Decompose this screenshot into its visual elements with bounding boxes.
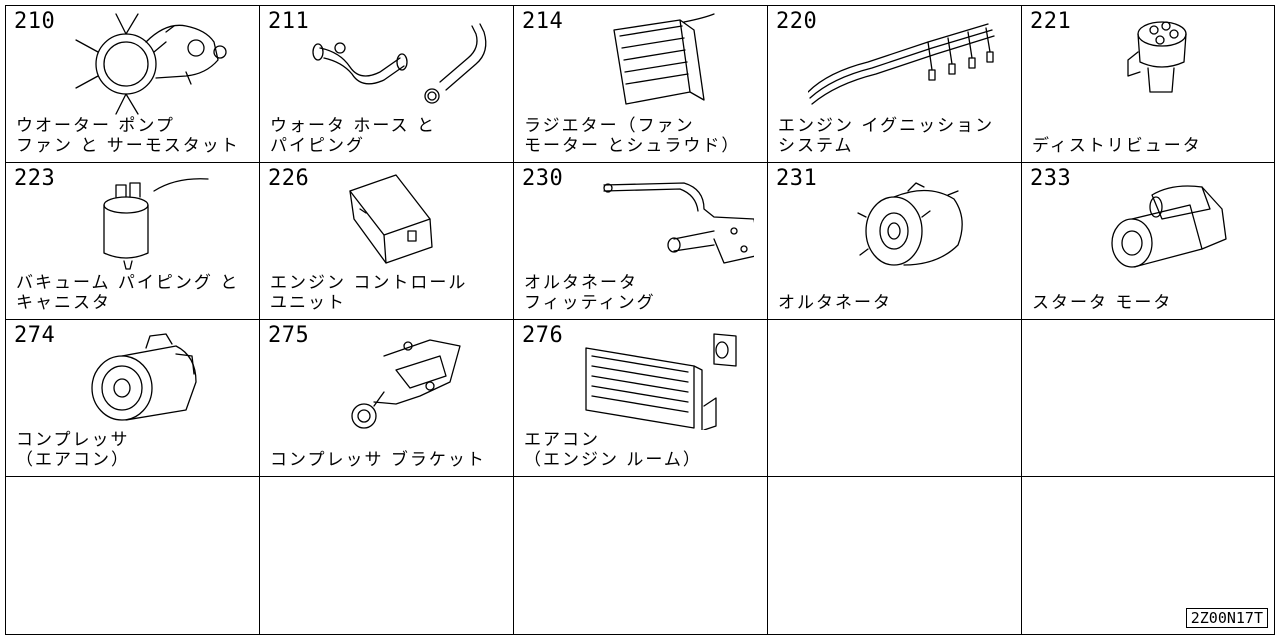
part-code: 276 [522,323,564,348]
parts-index-grid: 210 ウオーター ポンプファン と サーモスタット 211 [5,5,1275,635]
part-label: オルタネータ [778,293,892,313]
part-label: エンジン コントロールユニット [270,273,468,313]
compressor-icon [46,326,246,430]
part-code: 274 [14,323,56,348]
alternator-icon [808,169,1008,273]
part-code: 226 [268,166,310,191]
part-label: オルタネータフィッティング [524,273,656,313]
part-label: ディストリビュータ [1032,136,1202,156]
part-code: 233 [1030,166,1072,191]
starter-motor-icon [1062,169,1262,273]
distributor-icon [1062,12,1262,116]
part-cell-230[interactable]: 230 オルタネータフィッティング [514,163,768,320]
alternator-bracket-icon [554,169,761,273]
radiator-icon [554,12,754,116]
part-code: 214 [522,9,564,34]
empty-cell [1022,320,1274,477]
empty-cell [260,477,514,634]
part-code: 230 [522,166,564,191]
condenser-icon [554,326,754,431]
part-cell-211[interactable]: 211 ウォータ ホース とパイピング [260,6,514,163]
part-cell-233[interactable]: 233 スタータ モータ [1022,163,1274,320]
part-code: 210 [14,9,56,34]
part-label: エアコン（エンジン ルーム） [524,430,702,470]
part-cell-220[interactable]: 220 エンジン イグニッションシステム [768,6,1022,163]
part-code: 275 [268,323,310,348]
empty-cell [514,477,768,634]
canister-icon [46,169,246,273]
empty-cell [768,320,1022,477]
part-cell-275[interactable]: 275 コンプレッサ ブラケット [260,320,514,477]
part-cell-210[interactable]: 210 ウオーター ポンプファン と サーモスタット [6,6,260,163]
part-label: ウオーター ポンプファン と サーモスタット [16,116,240,156]
part-cell-231[interactable]: 231 オルタネータ [768,163,1022,320]
part-label: エンジン イグニッションシステム [778,116,995,156]
part-cell-276[interactable]: 276 エアコン（エンジン ルーム） [514,320,768,477]
part-cell-223[interactable]: 223 バキューム パイピング とキャニスタ [6,163,260,320]
water-hose-icon [300,12,500,116]
part-cell-226[interactable]: 226 エンジン コントロールユニット [260,163,514,320]
catalog-code: 2Z00N17T [1185,608,1268,628]
part-label: バキューム パイピング とキャニスタ [16,273,240,313]
part-label: ウォータ ホース とパイピング [270,116,436,156]
part-label: ラジエター（ファンモーター とシュラウド） [524,116,741,156]
part-code: 211 [268,9,310,34]
water-pump-icon [46,12,246,116]
part-code: 223 [14,166,56,191]
ecu-icon [300,169,500,273]
part-code: 220 [776,9,818,34]
part-cell-274[interactable]: 274 コンプレッサ（エアコン） [6,320,260,477]
part-label: コンプレッサ ブラケット [270,450,486,470]
empty-cell [6,477,260,634]
empty-cell [768,477,1022,634]
part-code: 231 [776,166,818,191]
ignition-wires-icon [807,12,1008,116]
part-label: スタータ モータ [1032,293,1173,313]
part-cell-214[interactable]: 214 ラジエター（ファンモーター とシュラウド） [514,6,768,163]
part-cell-221[interactable]: 221 ディストリビュータ [1022,6,1274,163]
compressor-bracket-icon [300,326,500,430]
part-code: 221 [1030,9,1072,34]
part-label: コンプレッサ（エアコン） [16,430,130,470]
